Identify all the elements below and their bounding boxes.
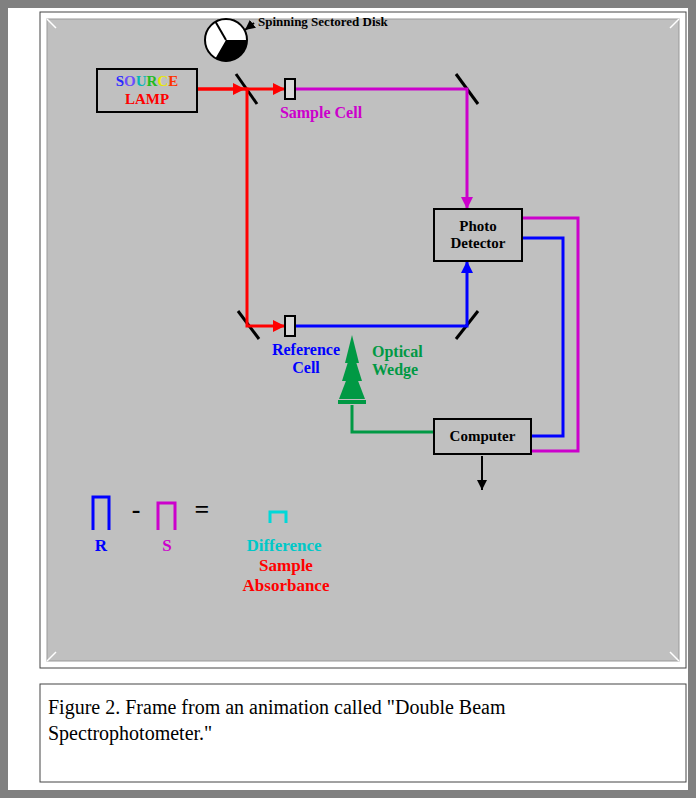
- wedge-base: [338, 400, 366, 404]
- difference-pulse: [270, 512, 286, 523]
- sample-cell: Sample Cell: [284, 78, 296, 100]
- box-label: SOURCE LAMP: [98, 73, 196, 108]
- leader-line: [245, 23, 254, 30]
- box-label: Computer: [450, 428, 516, 445]
- optical-wedge: Optical Wedge: [338, 335, 366, 405]
- beam-connector: [523, 218, 578, 451]
- result-name: Sample Absorbance: [231, 556, 341, 597]
- box-label: Photo Detector: [435, 218, 521, 253]
- operator-sign: -: [121, 494, 151, 525]
- operator-sign: =: [187, 494, 217, 525]
- lamp-letter: U: [136, 73, 147, 89]
- computer-box: Computer: [433, 418, 532, 455]
- signal-name: S: [152, 536, 182, 556]
- figure-caption: Figure 2. Frame from an animation called…: [48, 694, 674, 746]
- lamp-letter: C: [157, 73, 168, 89]
- beam-connector: [523, 238, 563, 436]
- lamp-letter: S: [116, 73, 124, 89]
- part-label: Reference Cell: [261, 341, 351, 378]
- result-name: Difference: [224, 536, 344, 556]
- beam-connector: [296, 262, 467, 326]
- lamp-letter: O: [124, 73, 136, 89]
- panel-frame: [40, 12, 686, 668]
- beam-connector: [352, 405, 433, 432]
- photo-detector-box: Photo Detector: [433, 208, 523, 262]
- wedge-shape: [338, 335, 366, 405]
- panel-ground: [47, 19, 679, 661]
- part-label: Optical Wedge: [372, 343, 442, 380]
- wedge-layer: [339, 365, 365, 399]
- reference-pulse: [93, 497, 109, 530]
- lamp-letter: E: [168, 73, 178, 89]
- part-name: Spinning Sectored Disk: [258, 14, 388, 30]
- lamp-letter: P: [160, 91, 169, 107]
- sample-pulse: [158, 503, 175, 530]
- panel-bevel: [47, 19, 679, 661]
- signal-name: R: [86, 536, 116, 556]
- lamp-letter: L: [125, 91, 135, 107]
- source-lamp-box: SOURCE LAMP: [96, 68, 198, 113]
- part-label: Sample Cell: [276, 104, 366, 122]
- lamp-letter: R: [147, 73, 158, 89]
- output-arrow: [481, 456, 483, 490]
- sectored-disk: [205, 19, 247, 61]
- caption-frame: [40, 684, 686, 782]
- mirrors: [236, 74, 478, 339]
- reference-cell: Reference Cell: [284, 315, 296, 337]
- outer-frame: [4, 4, 692, 794]
- lamp-letter: M: [146, 91, 160, 107]
- beam-connector: [198, 89, 284, 326]
- lamp-letter: A: [135, 91, 146, 107]
